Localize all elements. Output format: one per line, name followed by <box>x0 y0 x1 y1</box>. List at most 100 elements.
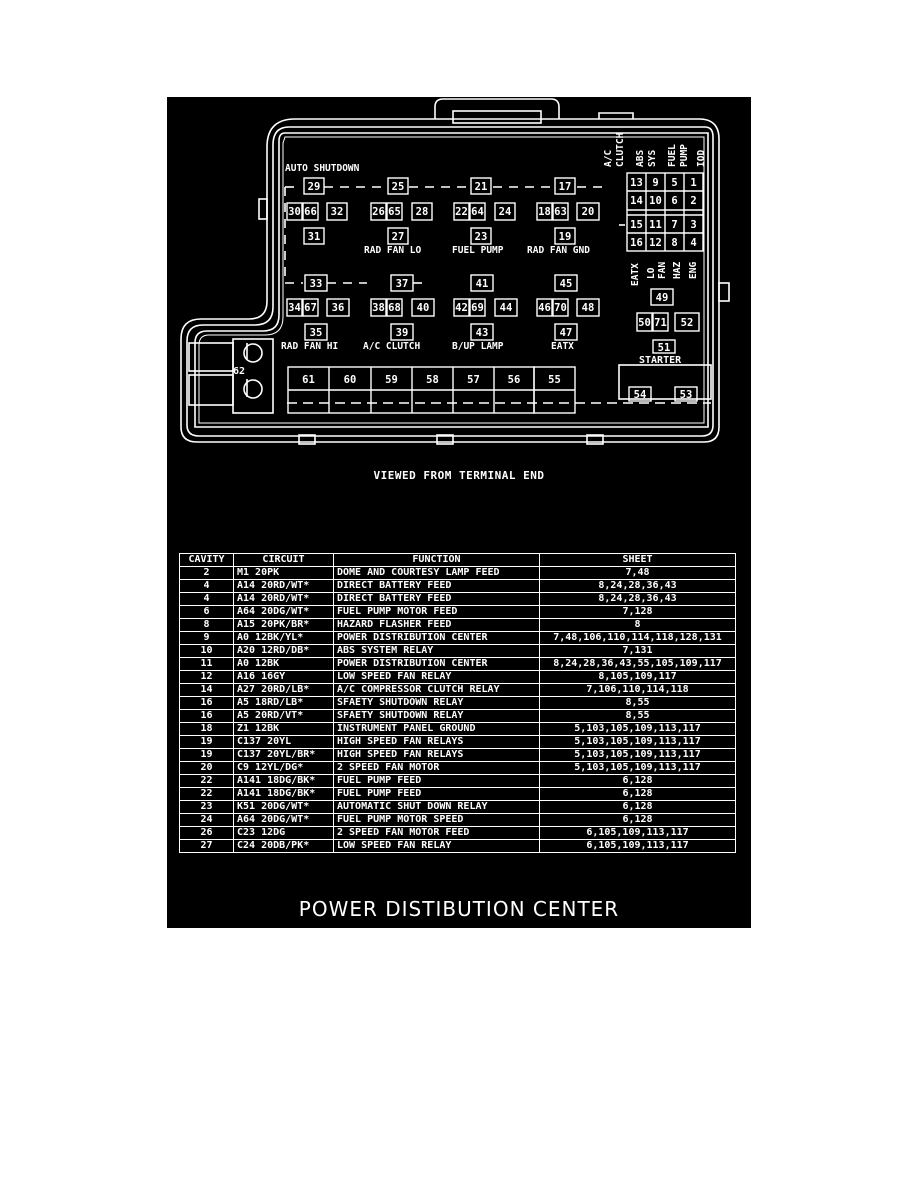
cavity-53: 53 <box>680 389 693 401</box>
diagram-labels: AUTO SHUTDOWN RAD FAN LO FUEL PUMP RAD F… <box>281 163 682 366</box>
cell-function: 2 SPEED FAN MOTOR <box>333 761 540 775</box>
cavity-20: 20 <box>582 206 595 218</box>
cell-function: FUEL PUMP FEED <box>333 774 540 788</box>
cell-function: FUEL PUMP FEED <box>333 787 540 801</box>
cell-function: POWER DISTRIBUTION CENTER <box>333 657 540 671</box>
header-sheet: SHEET <box>539 553 736 567</box>
label-v-abs: ABS <box>635 150 646 167</box>
cell-sheet: 7,48 <box>539 566 736 580</box>
cavity-12: 12 <box>649 237 662 249</box>
cavity-44: 44 <box>500 302 513 314</box>
cell-cavity: 16 <box>179 696 234 710</box>
cavity-4: 4 <box>690 237 696 249</box>
cavity-55: 55 <box>548 374 561 386</box>
label-rad-fan-lo: RAD FAN LO <box>364 245 421 256</box>
cell-circuit: A14 20RD/WT* <box>233 579 334 593</box>
cell-function: FUEL PUMP MOTOR SPEED <box>333 813 540 827</box>
cavity-21: 21 <box>475 181 488 193</box>
cavity-48: 48 <box>582 302 595 314</box>
label-v-fuel: FUEL <box>667 144 678 167</box>
cavity-60: 60 <box>344 374 357 386</box>
cavity-45: 45 <box>560 278 573 290</box>
cell-function: LOW SPEED FAN RELAY <box>333 670 540 684</box>
cell-circuit: A27 20RD/LB* <box>233 683 334 697</box>
cell-function: A/C COMPRESSOR CLUTCH RELAY <box>333 683 540 697</box>
cavity-57: 57 <box>467 374 480 386</box>
cavity-22: 22 <box>455 206 468 218</box>
cavity-34: 34 <box>288 302 301 314</box>
cell-cavity: 6 <box>179 605 234 619</box>
label-fuel-pump: FUEL PUMP <box>452 245 504 256</box>
cavity-11: 11 <box>649 219 662 231</box>
label-rad-fan-gnd: RAD FAN GND <box>527 245 590 256</box>
cavity-52: 52 <box>681 317 694 329</box>
cavity-27: 27 <box>392 231 405 243</box>
cell-circuit: A64 20DG/WT* <box>233 813 334 827</box>
table-header-row: CAVITY CIRCUIT FUNCTION SHEET <box>179 553 736 567</box>
cavity-68: 68 <box>388 302 401 314</box>
cell-sheet: 5,103,105,109,113,117 <box>539 748 736 762</box>
cavity-39: 39 <box>396 327 409 339</box>
cell-circuit: A64 20DG/WT* <box>233 605 334 619</box>
cavity-65: 65 <box>388 206 401 218</box>
cell-function: AUTOMATIC SHUT DOWN RELAY <box>333 800 540 814</box>
label-v-fan: FAN <box>657 262 668 279</box>
cell-cavity: 20 <box>179 761 234 775</box>
cell-sheet: 7,106,110,114,118 <box>539 683 736 697</box>
cavity-66: 66 <box>304 206 317 218</box>
cavity-8: 8 <box>671 237 677 249</box>
cell-circuit: A5 18RD/LB* <box>233 696 334 710</box>
cavity-33: 33 <box>310 278 323 290</box>
cell-function: 2 SPEED FAN MOTOR FEED <box>333 826 540 840</box>
cavity-46: 46 <box>538 302 551 314</box>
cavity-31: 31 <box>308 231 321 243</box>
cell-cavity: 12 <box>179 670 234 684</box>
cell-circuit: A141 18DG/BK* <box>233 787 334 801</box>
cell-circuit: A20 12RD/DB* <box>233 644 334 658</box>
diagram-panel: 29 25 21 17 30 66 32 26 65 28 22 64 24 1… <box>167 97 751 928</box>
cell-circuit: Z1 12BK <box>233 722 334 736</box>
cell-cavity: 9 <box>179 631 234 645</box>
label-starter: STARTER <box>639 355 682 366</box>
cavity-40: 40 <box>417 302 430 314</box>
cavity-69: 69 <box>471 302 484 314</box>
cavity-50: 50 <box>638 317 651 329</box>
cell-cavity: 27 <box>179 839 234 853</box>
vertical-labels: A/C CLUTCH ABS SYS FUEL PUMP IOD EATX LO… <box>603 132 707 286</box>
viewed-from-note: VIEWED FROM TERMINAL END <box>373 469 545 482</box>
cell-cavity: 16 <box>179 709 234 723</box>
cell-sheet: 8,24,28,36,43 <box>539 579 736 593</box>
cavity-17: 17 <box>559 181 572 193</box>
cell-function: DOME AND COURTESY LAMP FEED <box>333 566 540 580</box>
cavity-7: 7 <box>671 219 677 231</box>
cell-sheet: 6,105,109,113,117 <box>539 826 736 840</box>
cell-circuit: C9 12YL/DG* <box>233 761 334 775</box>
header-function: FUNCTION <box>333 553 540 567</box>
label-v-ac: A/C <box>603 150 614 167</box>
label-v-haz: HAZ <box>672 262 683 279</box>
cavity-10: 10 <box>649 195 662 207</box>
cell-function: LOW SPEED FAN RELAY <box>333 839 540 853</box>
cell-circuit: K51 20DG/WT* <box>233 800 334 814</box>
cavity-6: 6 <box>671 195 677 207</box>
cavity-54: 54 <box>634 389 647 401</box>
cell-cavity: 19 <box>179 735 234 749</box>
cavity-30: 30 <box>288 206 301 218</box>
cavity-47: 47 <box>560 327 573 339</box>
cell-circuit: C23 12DG <box>233 826 334 840</box>
cell-circuit: M1 20PK <box>233 566 334 580</box>
cell-sheet: 5,103,105,109,113,117 <box>539 761 736 775</box>
cell-cavity: 18 <box>179 722 234 736</box>
